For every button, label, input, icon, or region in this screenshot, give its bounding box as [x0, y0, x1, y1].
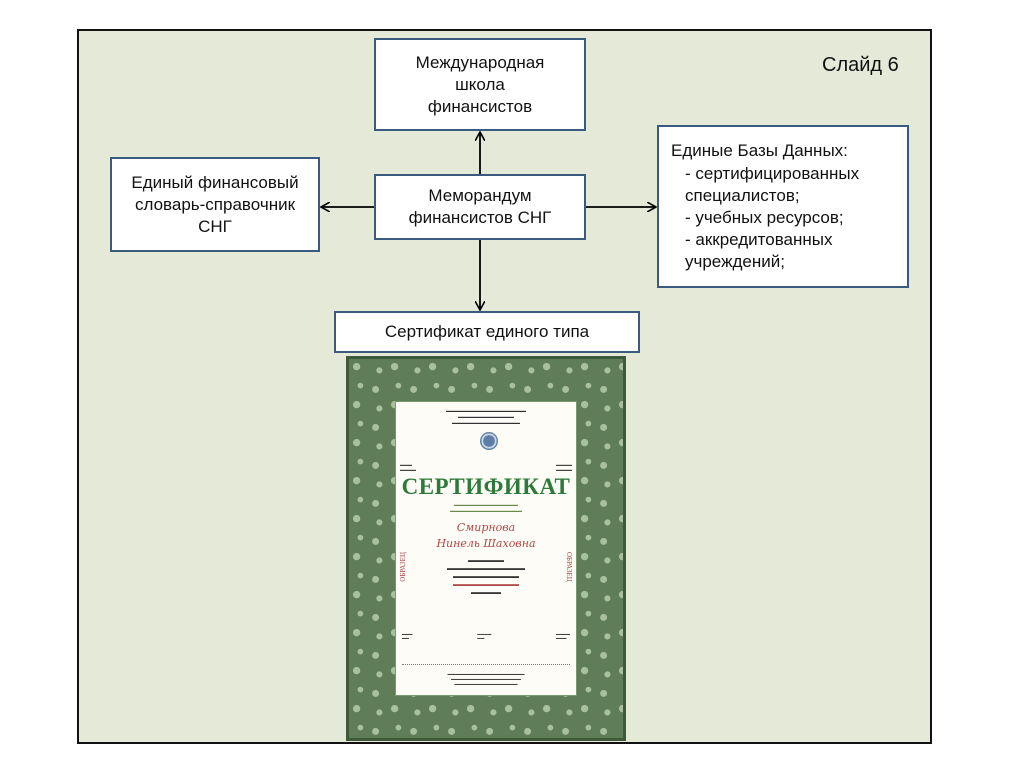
box-international-school: Международная школа финансистов [374, 38, 586, 131]
certificate-box-label: Сертификат единого типа [384, 322, 590, 341]
school-line: Международная [415, 52, 545, 72]
dictionary-line: СНГ [198, 216, 232, 236]
certificate-fine-print-header: ▬▬▬▬▬▬▬▬▬▬▬▬▬▬▬▬▬▬▬▬▬▬▬▬▬▬▬▬▬▬▬▬▬▬▬▬▬▬▬▬… [446, 408, 526, 425]
certificate-fine-print-footer: ▬▬▬▬▬▬▬▬▬▬▬▬▬▬▬▬▬▬▬▬▬▬▬▬▬▬▬▬▬▬▬▬▬▬▬▬▬▬▬▬… [447, 672, 525, 686]
memorandum-line: Меморандум [428, 186, 532, 205]
certificate-inner-page: ▬▬▬▬▬▬▬▬▬▬▬▬▬▬▬▬▬▬▬▬▬▬▬▬▬▬▬▬▬▬▬▬▬▬▬▬▬▬▬▬… [395, 401, 577, 696]
certificate-fine-print-date-left: ▬▬▬▬▬▬▬ [400, 462, 416, 472]
certificate-holder-name: Смирнова Нинель Шаховна [396, 520, 576, 552]
dictionary-line: Единый финансовый [131, 172, 299, 192]
school-line: финансистов [427, 96, 533, 116]
certificate-name-line: Нинель Шаховна [436, 537, 536, 550]
databases-title: Единые Базы Данных: [671, 141, 848, 160]
certificate-fine-print-date-right: ▬▬▬▬▬▬▬▬ [556, 462, 572, 472]
box-unified-databases: Единые Базы Данных: - сертифицированных … [657, 125, 909, 288]
certificate-fine-print-body: ▬▬▬▬▬▬▬▬▬▬▬▬▬▬▬▬▬▬▬▬▬▬▬▬▬▬▬▬▬▬▬▬▬▬▬▬▬▬▬▬… [447, 558, 525, 596]
certificate-sample-image: ▬▬▬▬▬▬▬▬▬▬▬▬▬▬▬▬▬▬▬▬▬▬▬▬▬▬▬▬▬▬▬▬▬▬▬▬▬▬▬▬… [346, 356, 626, 741]
box-financial-dictionary: Единый финансовый словарь-справочник СНГ [110, 157, 320, 252]
databases-item: - аккредитованных учреждений; [685, 230, 833, 271]
certificate-name-line: Смирнова [456, 521, 516, 534]
certificate-fine-print-subtitle: ▬▬▬▬▬▬▬▬▬▬▬▬▬▬▬▬▬▬▬▬▬▬▬▬▬▬▬▬▬▬▬▬▬▬ [450, 502, 522, 513]
box-memorandum: Меморандум финансистов СНГ [374, 174, 586, 240]
certificate-signature-line [402, 664, 570, 665]
slide-number: Слайд 6 [822, 54, 899, 76]
databases-item: - учебных ресурсов; [685, 208, 844, 227]
memorandum-line: финансистов СНГ [408, 208, 552, 227]
certificate-title: СЕРТИФИКАТ [401, 474, 571, 499]
databases-list: - сертифицированных специалистов; - учеб… [685, 163, 905, 273]
certificate-stamp-right: ОБРАЗЕЦ [565, 552, 573, 582]
dictionary-line: словарь-справочник [134, 194, 296, 214]
school-line: школа [455, 74, 505, 94]
certificate-fine-print-rows: ▬▬▬▬▬▬▬▬▬▬▬▬▬▬▬▬▬▬ [402, 632, 570, 640]
box-unified-certificate: Сертификат единого типа [334, 311, 640, 353]
databases-item: - сертифицированных специалистов; [685, 164, 860, 205]
certificate-emblem-icon [480, 432, 498, 450]
